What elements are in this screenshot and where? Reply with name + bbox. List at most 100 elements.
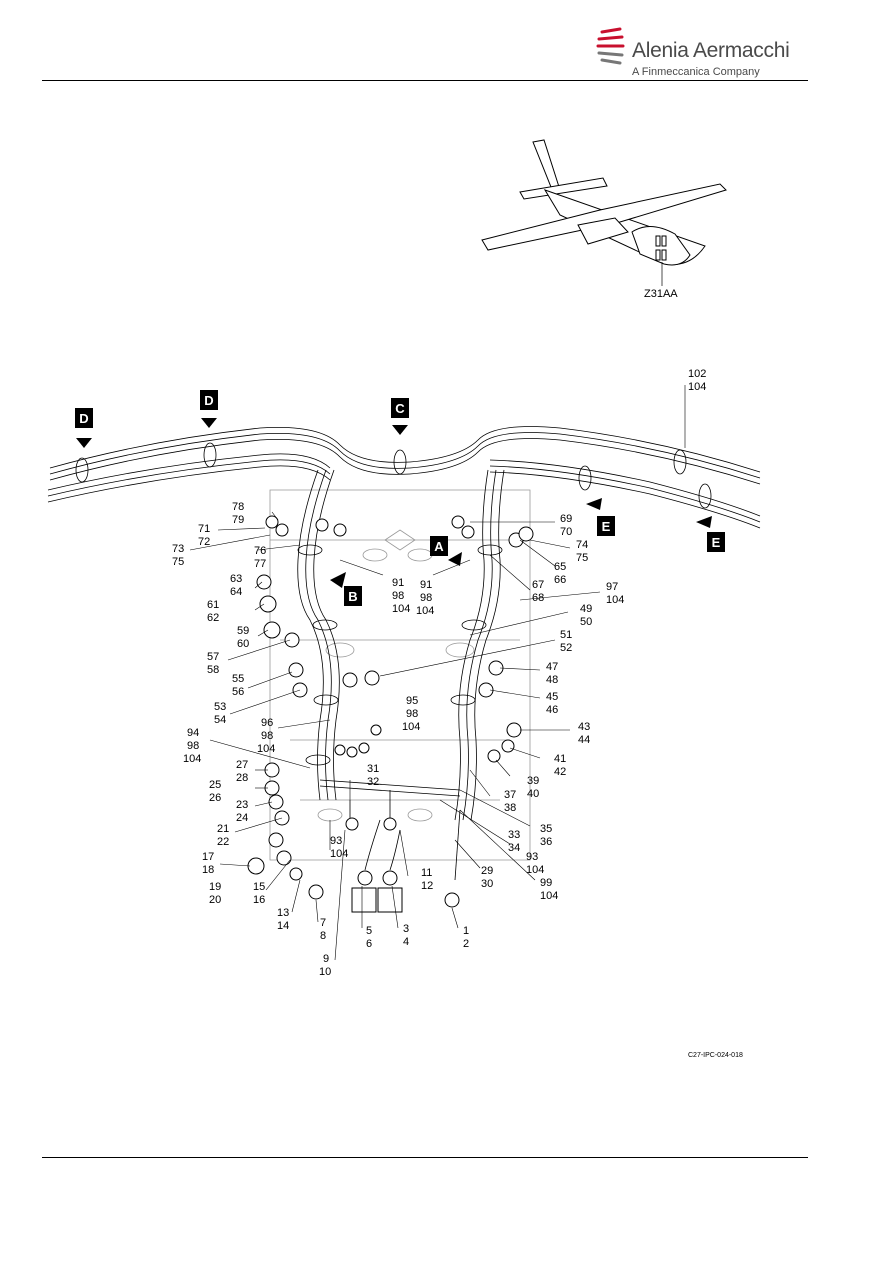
svg-text:68: 68: [532, 592, 544, 604]
svg-text:60: 60: [237, 638, 249, 650]
svg-text:64: 64: [230, 586, 242, 598]
svg-text:99: 99: [540, 877, 552, 889]
svg-text:27: 27: [236, 759, 248, 771]
svg-text:53: 53: [214, 701, 226, 713]
svg-text:12: 12: [421, 880, 433, 892]
svg-text:104: 104: [392, 603, 410, 615]
svg-text:104: 104: [330, 848, 348, 860]
svg-text:95: 95: [406, 695, 418, 707]
view-marker-b: B: [330, 572, 362, 606]
svg-text:98: 98: [392, 590, 404, 602]
svg-text:D: D: [204, 393, 213, 408]
connectors: [247, 515, 534, 913]
view-marker-e-center: E: [586, 498, 615, 536]
aircraft-locator: [481, 139, 727, 286]
svg-text:69: 69: [560, 513, 572, 525]
svg-text:98: 98: [406, 708, 418, 720]
svg-text:75: 75: [576, 552, 588, 564]
svg-text:43: 43: [578, 721, 590, 733]
svg-text:5: 5: [366, 925, 372, 937]
svg-text:45: 45: [546, 691, 558, 703]
svg-text:C: C: [395, 401, 405, 416]
svg-text:97: 97: [606, 581, 618, 593]
svg-text:55: 55: [232, 673, 244, 685]
company-subtitle: A Finmeccanica Company: [632, 66, 760, 78]
svg-text:74: 74: [576, 539, 588, 551]
svg-text:58: 58: [207, 664, 219, 676]
svg-text:20: 20: [209, 894, 221, 906]
svg-text:40: 40: [527, 788, 539, 800]
view-marker-e-right: E: [696, 516, 725, 552]
svg-text:73: 73: [172, 543, 184, 555]
svg-text:104: 104: [606, 594, 624, 606]
svg-text:96: 96: [261, 717, 273, 729]
svg-text:50: 50: [580, 616, 592, 628]
svg-text:70: 70: [560, 526, 572, 538]
svg-text:72: 72: [198, 536, 210, 548]
svg-text:54: 54: [214, 714, 226, 726]
svg-text:79: 79: [232, 514, 244, 526]
svg-text:78: 78: [232, 501, 244, 513]
header-rule: [42, 80, 808, 81]
svg-text:8: 8: [320, 930, 326, 942]
figure-reference: C27-IPC-024-018: [688, 1052, 743, 1059]
company-logo: Alenia Aermacchi A Finmeccanica Company: [596, 26, 796, 86]
view-marker-d-left: D: [75, 408, 93, 448]
svg-text:104: 104: [688, 381, 706, 393]
svg-text:41: 41: [554, 753, 566, 765]
svg-text:37: 37: [504, 789, 516, 801]
svg-text:104: 104: [183, 753, 201, 765]
svg-text:51: 51: [560, 629, 572, 641]
svg-text:10: 10: [319, 966, 331, 978]
view-marker-c: C: [391, 398, 409, 435]
svg-text:E: E: [712, 535, 721, 550]
svg-text:57: 57: [207, 651, 219, 663]
svg-text:104: 104: [416, 605, 434, 617]
callout-1-2: 12: [463, 925, 469, 950]
svg-text:67: 67: [532, 579, 544, 591]
svg-text:30: 30: [481, 878, 493, 890]
svg-text:34: 34: [508, 842, 520, 854]
svg-text:65: 65: [554, 561, 566, 573]
svg-text:98: 98: [261, 730, 273, 742]
svg-text:104: 104: [540, 890, 558, 902]
svg-text:31: 31: [367, 763, 379, 775]
svg-text:B: B: [348, 589, 357, 604]
svg-text:D: D: [79, 411, 88, 426]
svg-text:102: 102: [688, 368, 706, 380]
svg-text:63: 63: [230, 573, 242, 585]
svg-text:62: 62: [207, 612, 219, 624]
svg-text:59: 59: [237, 625, 249, 637]
svg-text:44: 44: [578, 734, 590, 746]
svg-text:E: E: [602, 519, 611, 534]
svg-text:28: 28: [236, 772, 248, 784]
svg-text:104: 104: [402, 721, 420, 733]
svg-text:4: 4: [403, 936, 409, 948]
main-wire-bundles: [47, 385, 761, 529]
svg-text:66: 66: [554, 574, 566, 586]
svg-text:35: 35: [540, 823, 552, 835]
